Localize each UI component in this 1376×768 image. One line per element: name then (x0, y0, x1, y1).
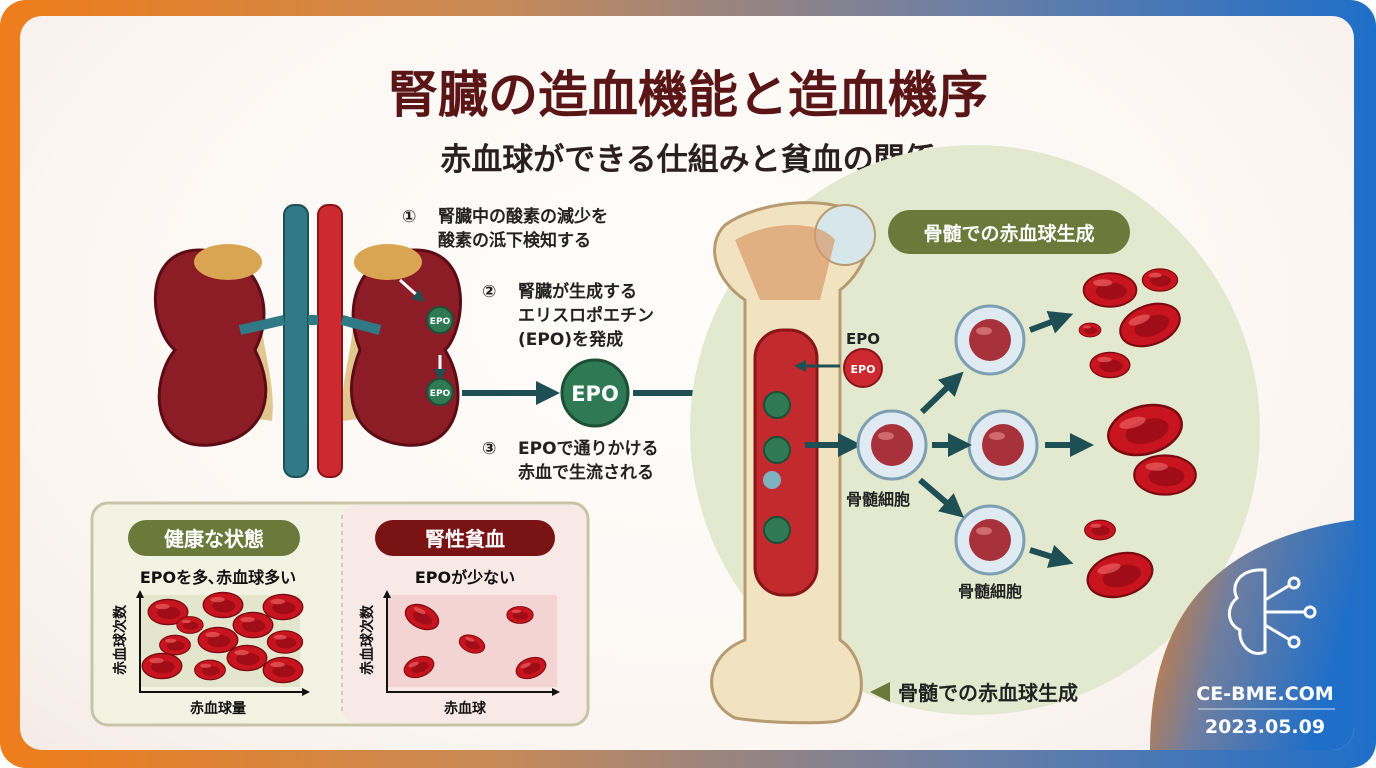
y-axis-label: 赤血球次数 (112, 604, 129, 675)
triangle-pointer-icon (870, 682, 890, 702)
svg-text:EPO: EPO (851, 363, 876, 376)
arrow (1029, 544, 1074, 568)
cell-label: 骨髄細胞 (958, 582, 1022, 601)
healthy-badge: 健康な状態 (164, 527, 264, 551)
progenitor-cell (954, 304, 1026, 376)
brand-site: CE-BME.COM (1196, 683, 1333, 705)
svg-text:①: ① (402, 207, 416, 227)
step-2: ② 腎臓が生成する エリスロポエチン (EPO)を発成 (482, 281, 654, 350)
svg-text:③: ③ (482, 439, 496, 459)
anemia-caption: EPOが少ない (415, 568, 515, 587)
svg-text:酸素の泜下検知する: 酸素の泜下検知する (438, 230, 591, 251)
brain-circuit-icon (1228, 568, 1317, 655)
marrow-label-pill (888, 210, 1130, 254)
brand-date: 2023.05.09 (1205, 716, 1325, 738)
infographic-panel: 腎臓の造血機能と造血機序 赤血球ができる仕組みと貧血の関係 EPO EPO ① … (20, 16, 1354, 750)
brand-corner (1150, 520, 1354, 750)
epo-ball: EPO EPO (843, 330, 883, 388)
epo-molecule-label: EPO (571, 382, 619, 406)
kidney-illustration: EPO EPO (153, 204, 462, 478)
page-subtitle: 赤血球ができる仕組みと貧血の関係 (440, 142, 935, 178)
x-axis-label: 赤血球量 (190, 700, 246, 717)
svg-text:EPOで通りかける: EPOで通りかける (518, 439, 659, 459)
arrow (918, 477, 965, 518)
svg-text:(EPO)を発成: (EPO)を発成 (518, 329, 623, 350)
healthy-panel: 健康な状態 EPOを多､赤血球多い 赤血球次数 赤血球量 (112, 520, 310, 717)
bottom-caption: 骨髄での赤血球生成 (898, 681, 1078, 705)
step-3: ③ EPOで通りかける 赤血で生流される (482, 439, 659, 483)
svg-text:②: ② (482, 282, 496, 302)
arrow (919, 371, 964, 415)
epo-label: EPO (430, 389, 451, 399)
epo-molecule (560, 358, 630, 428)
progenitor-cell (967, 409, 1039, 481)
bone-illustration (710, 201, 876, 725)
x-axis-label: 赤血球 (444, 700, 487, 717)
marrow-cell (856, 409, 928, 481)
y-axis-label: 赤血球次数 (359, 604, 376, 675)
marrow-label: 骨髄での赤血球生成 (923, 222, 1094, 245)
svg-text:EPO: EPO (846, 330, 880, 348)
svg-text:腎臓が生成する: 腎臓が生成する (518, 281, 637, 302)
svg-text:赤血で生流される: 赤血で生流される (518, 462, 654, 483)
svg-text:エリスロポエチン: エリスロポエチン (518, 305, 654, 326)
step-1: ① 腎臓中の酸素の減少を 酸素の泜下検知する (402, 206, 608, 251)
anemia-badge: 腎性貧血 (425, 527, 505, 551)
page-title: 腎臓の造血機能と造血機序 (388, 66, 988, 124)
healthy-caption: EPOを多､赤血球多い (140, 568, 296, 587)
anemia-panel: 腎性貧血 EPOが少ない 赤血球次数 赤血球 (359, 520, 560, 717)
svg-text:腎臓中の酸素の減少を: 腎臓中の酸素の減少を (438, 206, 608, 227)
progenitor-cell (954, 504, 1026, 576)
cell-label: 骨髄細胞 (846, 490, 910, 509)
infographic: 腎臓の造血機能と造血機序 赤血球ができる仕組みと貧血の関係 EPO EPO ① … (90, 66, 1354, 750)
epo-label: EPO (430, 317, 451, 327)
arrow (1028, 310, 1074, 334)
